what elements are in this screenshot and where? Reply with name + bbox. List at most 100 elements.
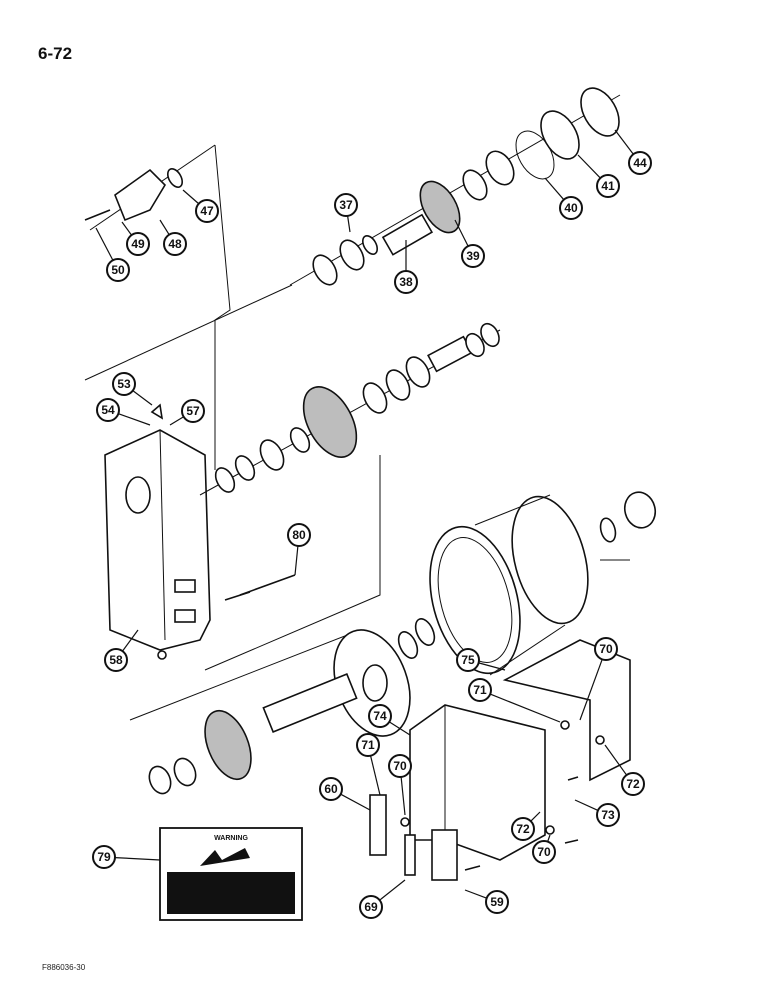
callout-leader [547, 834, 551, 842]
callout-leader [478, 662, 506, 671]
callout-leader [182, 189, 200, 205]
callout-40: 40 [559, 196, 583, 220]
callout-circle [319, 777, 343, 801]
drive-rod [224, 574, 296, 601]
callout-circle [559, 196, 583, 220]
callout-label: 40 [564, 201, 578, 215]
callout-circle [163, 232, 187, 256]
callout-circle [628, 151, 652, 175]
callout-circle [461, 244, 485, 268]
callout-label: 70 [599, 642, 613, 656]
callout-label: 70 [393, 759, 407, 773]
callout-leader [604, 744, 628, 776]
drive-hub-assembly [429, 491, 657, 676]
callout-leader [400, 776, 406, 816]
callout-leader [159, 219, 170, 235]
callout-leader [388, 721, 411, 736]
callout-leader [379, 879, 406, 901]
callout-74: 74 [368, 704, 392, 728]
callout-leader [114, 856, 161, 861]
middle-shaft-assembly [199, 322, 501, 496]
callout-53: 53 [112, 372, 136, 396]
callout-circle [334, 193, 358, 217]
callout-label: 49 [131, 237, 145, 251]
callout-48: 48 [163, 232, 187, 256]
yoke-assembly [84, 144, 216, 231]
callout-72: 72 [511, 817, 535, 841]
callout-leader [577, 154, 601, 179]
callout-circle [621, 772, 645, 796]
callout-circle [126, 232, 150, 256]
callout-54: 54 [96, 398, 120, 422]
callout-label: 44 [633, 156, 647, 170]
alignment-lines [84, 144, 381, 721]
callout-label: 80 [292, 528, 306, 542]
callout-leader [95, 227, 114, 261]
callout-label: 38 [399, 275, 413, 289]
callout-leader [489, 693, 561, 723]
callout-37: 37 [334, 193, 358, 217]
callout-circle [532, 840, 556, 864]
callout-71: 71 [356, 733, 380, 757]
callout-circle [106, 258, 130, 282]
callout-75: 75 [456, 648, 480, 672]
callout-label: 41 [601, 179, 615, 193]
callout-leader [544, 177, 565, 201]
callout-leader [347, 215, 351, 233]
callout-label: 54 [101, 403, 115, 417]
callout-leader [118, 413, 151, 426]
callout-leader [454, 219, 469, 247]
upper-shaft-assembly [289, 87, 621, 286]
callout-label: 69 [364, 900, 378, 914]
callout-69: 69 [359, 895, 383, 919]
callout-circle [112, 372, 136, 396]
callout-39: 39 [461, 244, 485, 268]
callout-circle [96, 398, 120, 422]
callout-label: 74 [373, 709, 387, 723]
callout-label: 57 [186, 404, 200, 418]
callout-circle [388, 754, 412, 778]
callout-label: 58 [109, 653, 123, 667]
callout-leader [579, 659, 603, 721]
callout-circle [468, 678, 492, 702]
callout-circle [104, 648, 128, 672]
callout-leader [122, 629, 139, 652]
callout-label: 60 [324, 782, 338, 796]
callout-leader [574, 799, 599, 811]
callout-44: 44 [628, 151, 652, 175]
callout-label: 59 [490, 895, 504, 909]
callout-50: 50 [106, 258, 130, 282]
callout-leader [294, 545, 299, 576]
callout-label: 73 [601, 808, 615, 822]
callout-47: 47 [195, 199, 219, 223]
gear-case-housing [104, 403, 211, 660]
callout-circle [594, 637, 618, 661]
callout-59: 59 [485, 890, 509, 914]
callout-circle [359, 895, 383, 919]
callout-leader [121, 221, 133, 236]
callout-label: 47 [200, 204, 214, 218]
callout-57: 57 [181, 399, 205, 423]
callout-72: 72 [621, 772, 645, 796]
lower-shaft-assembly [148, 618, 436, 795]
callout-label: 72 [516, 822, 530, 836]
shield-assembly [369, 639, 631, 881]
callout-circle [596, 174, 620, 198]
callout-label: 71 [473, 683, 487, 697]
callout-leader [340, 793, 371, 811]
callout-leader [614, 129, 634, 155]
callout-49: 49 [126, 232, 150, 256]
callout-circle [356, 733, 380, 757]
callout-leader [132, 390, 153, 406]
callout-80: 80 [287, 523, 311, 547]
callout-circle [456, 648, 480, 672]
callout-label: 50 [111, 263, 125, 277]
callout-label: 39 [466, 249, 480, 263]
callout-73: 73 [596, 803, 620, 827]
callout-leader [464, 889, 487, 899]
callout-label: 71 [361, 738, 375, 752]
callout-41: 41 [596, 174, 620, 198]
warning-decal: WARNING [159, 827, 303, 921]
page-number: 6-72 [38, 44, 73, 63]
callout-circle [394, 270, 418, 294]
